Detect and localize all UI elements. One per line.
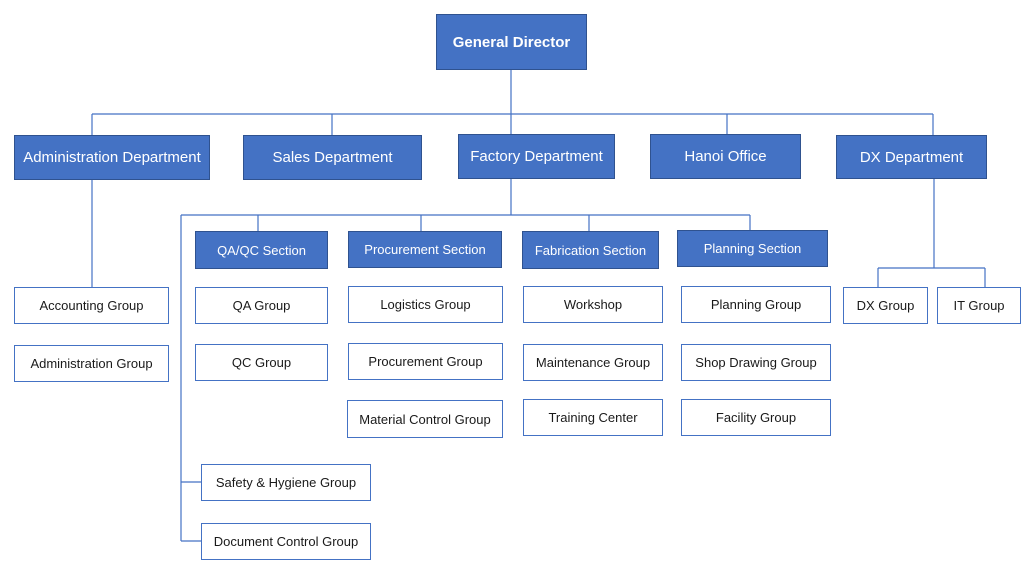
qc-group-box: QC Group [195, 344, 328, 381]
general-director-box: General Director [436, 14, 587, 70]
safety-hygiene-group-box: Safety & Hygiene Group [201, 464, 371, 501]
accounting-group-box: Accounting Group [14, 287, 169, 324]
factory-department-box: Factory Department [458, 134, 615, 179]
sales-department-box: Sales Department [243, 135, 422, 180]
administration-department-box: Administration Department [14, 135, 210, 180]
dx-group-box: DX Group [843, 287, 928, 324]
planning-section-box: Planning Section [677, 230, 828, 267]
training-center-box: Training Center [523, 399, 663, 436]
shop-drawing-group-box: Shop Drawing Group [681, 344, 831, 381]
logistics-group-box: Logistics Group [348, 286, 503, 323]
procurement-group-box: Procurement Group [348, 343, 503, 380]
workshop-box: Workshop [523, 286, 663, 323]
material-control-group-box: Material Control Group [347, 400, 503, 438]
it-group-box: IT Group [937, 287, 1021, 324]
qaqc-section-box: QA/QC Section [195, 231, 328, 269]
hanoi-office-box: Hanoi Office [650, 134, 801, 179]
qa-group-box: QA Group [195, 287, 328, 324]
facility-group-box: Facility Group [681, 399, 831, 436]
procurement-section-box: Procurement Section [348, 231, 502, 268]
fabrication-section-box: Fabrication Section [522, 231, 659, 269]
administration-group-box: Administration Group [14, 345, 169, 382]
document-control-group-box: Document Control Group [201, 523, 371, 560]
dx-department-box: DX Department [836, 135, 987, 179]
planning-group-box: Planning Group [681, 286, 831, 323]
maintenance-group-box: Maintenance Group [523, 344, 663, 381]
